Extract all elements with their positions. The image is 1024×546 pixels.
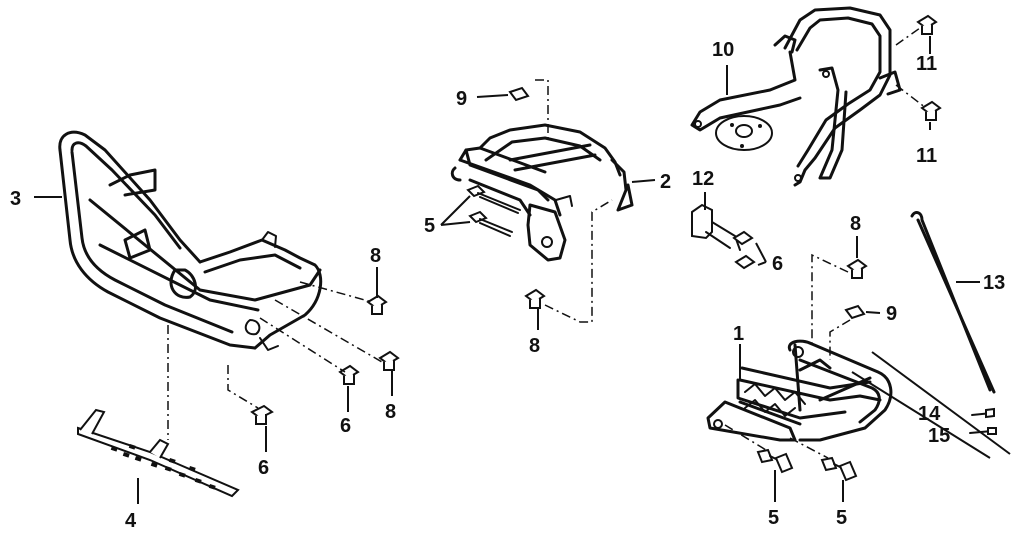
- callout-11-lower: 11: [916, 145, 937, 167]
- callout-1: 1: [733, 323, 744, 345]
- front-bumper-guard: [58, 130, 323, 351]
- bolt-6-middle: [338, 364, 360, 385]
- callout-11-upper: 11: [916, 53, 937, 75]
- callout-9-center: 9: [456, 88, 467, 110]
- small-bracket: [691, 203, 741, 251]
- callout-5-center: 5: [424, 215, 435, 237]
- bolt-5-rack-right: [820, 456, 858, 482]
- bolt-11-lower: [920, 100, 942, 121]
- callout-8-right: 8: [850, 213, 861, 235]
- bolt-8-upper: [366, 294, 388, 315]
- callout-14: 14: [918, 403, 941, 425]
- rear-step-rack: [706, 339, 893, 442]
- front-handle-guard: [690, 6, 902, 187]
- callout-15: 15: [928, 425, 950, 447]
- bolt-5-lower: [468, 210, 513, 237]
- bolt-5-rack-left: [756, 448, 794, 474]
- callout-2: 2: [660, 171, 671, 193]
- callout-5-rack-left: 5: [768, 507, 779, 529]
- callout-13: 13: [983, 272, 1005, 294]
- callout-6-middle: 6: [340, 415, 351, 437]
- callout-4: 4: [125, 510, 137, 532]
- callout-9-right: 9: [886, 303, 897, 325]
- callout-10: 10: [712, 39, 734, 61]
- cotter-pin: [971, 407, 995, 419]
- callout-12: 12: [692, 168, 714, 190]
- clip-nut-9-center: [508, 86, 530, 102]
- bolt-5-upper: [466, 184, 521, 214]
- bolt-11-upper: [916, 14, 938, 35]
- callout-8-center: 8: [529, 335, 540, 357]
- bolt-8-middle: [378, 350, 400, 371]
- callout-3: 3: [10, 188, 21, 210]
- bolt-8-center: [524, 288, 546, 309]
- callout-labels: 3 4 9 2 5 8 8 6 8 6 10 11 11 12 6 8 9 1 …: [10, 39, 1005, 532]
- callout-6-lower: 6: [258, 457, 269, 479]
- skid-plate: [77, 408, 240, 498]
- clip-nut-9-right: [844, 304, 866, 320]
- bolt-8-right: [846, 258, 868, 279]
- support-rod: [910, 211, 996, 394]
- bolt-6-lower: [250, 404, 274, 425]
- callout-6-right: 6: [772, 253, 783, 275]
- bolt-6-right-upper: [732, 230, 754, 246]
- callout-5-rack-right: 5: [836, 507, 847, 529]
- bolt-6-right-lower: [734, 254, 756, 270]
- callout-8-middle: 8: [385, 401, 396, 423]
- rear-carrier-bracket-assembly: [450, 123, 634, 262]
- callout-8-upper-left: 8: [370, 245, 381, 267]
